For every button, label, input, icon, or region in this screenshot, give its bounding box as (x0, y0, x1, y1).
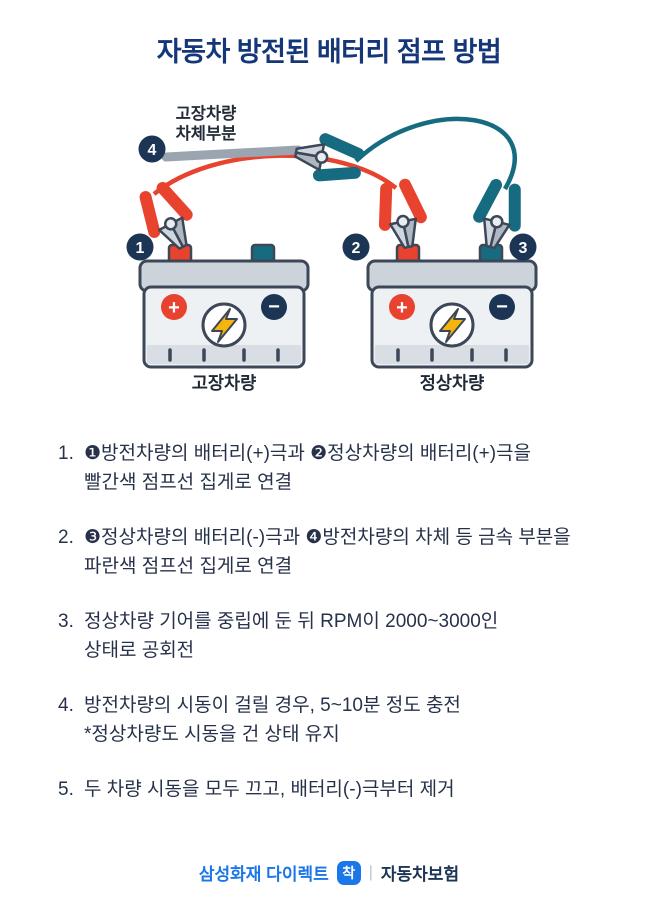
car-body-label-line2: 차체부분 (176, 124, 237, 143)
step-line: ❸정상차량의 배터리(-)극과 ❹방전차량의 차체 등 금속 부분을 (84, 527, 571, 548)
lightning-bolt-icon (439, 308, 466, 343)
minus-symbol: − (268, 296, 280, 318)
list-item: 2. ❸정상차량의 배터리(-)극과 ❹방전차량의 차체 등 금속 부분을 파란… (58, 523, 622, 581)
dead-battery-label: 고장차량 (192, 373, 256, 393)
step-text: 두 차량 시동을 모두 끄고, 배터리(-)극부터 제거 (84, 775, 455, 804)
good-battery: + − (366, 243, 538, 369)
page-title: 자동차 방전된 배터리 점프 방법 (156, 37, 502, 67)
brand-logo: 착 (336, 860, 361, 885)
step-number: 2. (58, 527, 74, 548)
svg-text:4: 4 (148, 142, 157, 159)
jump-start-diagram: + − + − 1 2 3 (126, 104, 538, 393)
list-item: 1. ❶방전차량의 배터리(+)극과 ❷정상차량의 배터리(+)극을 빨간색 점… (58, 439, 622, 497)
dead-battery: + − (138, 243, 310, 369)
minus-symbol: − (496, 296, 508, 318)
car-body-bar (161, 145, 303, 162)
battery-bottom-strip (375, 345, 529, 364)
step-line: 방전차량의 시동이 걸릴 경우, 5~10분 정도 충전 (84, 695, 461, 716)
battery-bottom-strip (147, 345, 301, 364)
step-line: *정상차량도 시동을 건 상태 유지 (84, 724, 340, 745)
step-line: 정상차량 기어를 중립에 둔 뒤 RPM이 2000~3000인 (84, 611, 499, 632)
footer: 삼성화재 다이렉트 착 | 자동차보험 (0, 860, 658, 885)
list-item: 4. 방전차량의 시동이 걸릴 경우, 5~10분 정도 충전 *정상차량도 시… (58, 691, 622, 749)
plus-symbol: + (396, 297, 408, 319)
step-number: 5. (58, 779, 74, 800)
red-jumper-cable (152, 153, 398, 196)
brand-name: 삼성화재 다이렉트 (198, 865, 329, 884)
step-line: ❶방전차량의 배터리(+)극과 ❷정상차량의 배터리(+)극을 (84, 443, 532, 464)
badge-1: 1 (126, 233, 154, 261)
battery-vents (396, 348, 508, 362)
step-text: ❶방전차량의 배터리(+)극과 ❷정상차량의 배터리(+)극을 빨간색 점프선 … (84, 439, 531, 497)
svg-text:1: 1 (136, 240, 145, 257)
svg-text:3: 3 (519, 240, 528, 257)
minus-badge (261, 294, 287, 320)
minus-badge (489, 294, 515, 320)
step-number: 3. (58, 611, 74, 632)
step-number: 4. (58, 695, 74, 716)
footer-divider: | (368, 863, 373, 881)
list-item: 3. 정상차량 기어를 중립에 둔 뒤 RPM이 2000~3000인 상태로 … (58, 607, 622, 665)
step-number: 1. (58, 443, 74, 464)
svg-text:2: 2 (352, 240, 361, 257)
badge-3: 3 (509, 233, 537, 261)
good-battery-label: 정상차량 (420, 373, 484, 393)
step-text: 방전차량의 시동이 걸릴 경우, 5~10분 정도 충전 *정상차량도 시동을 … (84, 691, 461, 749)
badge-4: 4 (138, 135, 166, 163)
step-line: 파란색 점프선 집게로 연결 (84, 556, 293, 577)
lightning-bolt-icon (211, 308, 238, 343)
car-body-label-line1: 고장차량 (176, 104, 237, 123)
battery-vents (168, 348, 280, 362)
step-text: ❸정상차량의 배터리(-)극과 ❹방전차량의 차체 등 금속 부분을 파란색 점… (84, 523, 571, 581)
plus-badge (389, 294, 415, 320)
plus-badge (161, 294, 187, 320)
blue-jumper-cable (354, 116, 517, 191)
badge-2: 2 (342, 233, 370, 261)
clamp-2-icon (367, 173, 435, 254)
step-line: 두 차량 시동을 모두 끄고, 배터리(-)극부터 제거 (84, 779, 455, 800)
list-item: 5. 두 차량 시동을 모두 끄고, 배터리(-)극부터 제거 (58, 775, 622, 804)
step-line: 상태로 공회전 (84, 640, 195, 661)
step-text: 정상차량 기어를 중립에 둔 뒤 RPM이 2000~3000인 상태로 공회전 (84, 607, 498, 665)
step-line: 빨간색 점프선 집게로 연결 (84, 472, 293, 493)
instruction-list: 1. ❶방전차량의 배터리(+)극과 ❷정상차량의 배터리(+)극을 빨간색 점… (58, 439, 622, 804)
plus-symbol: + (168, 297, 180, 319)
product-name: 자동차보험 (380, 865, 460, 884)
